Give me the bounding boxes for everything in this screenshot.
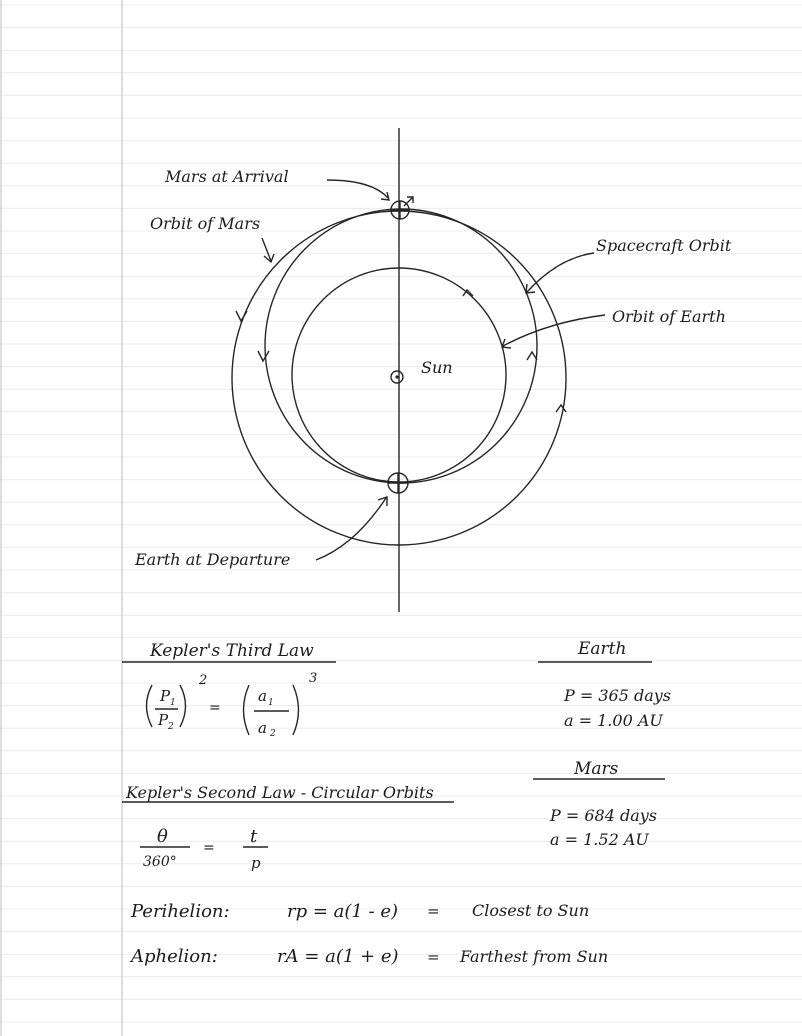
label-sun: Sun — [421, 358, 453, 377]
mars-data: Mars P = 684 days a = 1.52 AU — [533, 759, 665, 849]
t: t — [250, 826, 258, 847]
aphelion-row: Aphelion: rA = a(1 + e) = Farthest from … — [129, 946, 608, 967]
arrow-mars-left — [235, 310, 248, 323]
arrow-mars-right — [555, 403, 567, 413]
perihelion-desc: Closest to Sun — [472, 901, 589, 920]
pointer-orbit-earth — [501, 314, 606, 349]
arrow-earth-right — [526, 350, 538, 361]
p1: P — [159, 687, 171, 705]
sun-dot — [395, 375, 399, 379]
mars-period: P = 684 days — [549, 806, 657, 825]
kepler-second-heading: Kepler's Second Law - Circular Orbits — [125, 783, 434, 802]
aphelion-equals: = — [427, 948, 440, 966]
exponent-right: 3 — [309, 671, 317, 686]
kepler-second-law: Kepler's Second Law - Circular Orbits θ … — [122, 783, 454, 872]
ruled-lines — [0, 4, 802, 1023]
label-spacecraft-orbit: Spacecraft Orbit — [596, 236, 732, 255]
aphelion-formula: rA = a(1 + e) — [277, 946, 399, 967]
degrees: 360° — [143, 854, 177, 870]
label-earth-departure: Earth at Departure — [134, 550, 290, 569]
aphelion-desc: Farthest from Sun — [459, 947, 608, 966]
pointer-spacecraft-orbit — [525, 252, 595, 294]
orbit-diagram: Mars at Arrival Orbit of Mars Spacecraft… — [134, 128, 732, 612]
kepler-third-law: Kepler's Third Law P 1 P 2 2 = a 1 a 2 3 — [122, 641, 336, 739]
a2: a — [258, 719, 267, 737]
aphelion-label: Aphelion: — [129, 946, 218, 967]
earth-departure-marker — [387, 472, 409, 494]
kepler-third-heading: Kepler's Third Law — [149, 641, 314, 661]
mars-orbit — [231, 210, 567, 546]
pointer-earth-departure — [315, 496, 388, 561]
arrow-earth-top — [462, 288, 474, 297]
earth-period: P = 365 days — [563, 686, 671, 705]
a1: a — [258, 687, 267, 705]
earth-heading: Earth — [577, 639, 626, 659]
theta: θ — [157, 826, 168, 847]
perihelion-equals: = — [427, 902, 440, 920]
p2-sub: 2 — [167, 722, 174, 732]
mars-arrival-marker — [390, 196, 414, 220]
sun-marker — [390, 370, 404, 384]
mars-axis: a = 1.52 AU — [550, 830, 649, 849]
earth-axis: a = 1.00 AU — [564, 711, 663, 730]
perihelion-row: Perihelion: rp = a(1 - e) = Closest to S… — [130, 901, 589, 922]
p: p — [251, 854, 261, 872]
equals-third: = — [209, 700, 221, 716]
a2-sub: 2 — [269, 729, 276, 739]
equals-second: = — [203, 840, 215, 856]
perihelion-label: Perihelion: — [130, 901, 230, 922]
earth-data: Earth P = 365 days a = 1.00 AU — [538, 639, 671, 730]
perihelion-formula: rp = a(1 - e) — [287, 901, 398, 922]
a1-sub: 1 — [268, 698, 274, 708]
p1-sub: 1 — [170, 698, 176, 708]
pointer-orbit-mars — [261, 237, 275, 264]
exponent-left: 2 — [198, 673, 207, 688]
label-orbit-mars: Orbit of Mars — [150, 214, 260, 233]
label-mars-arrival: Mars at Arrival — [164, 167, 289, 186]
pointer-mars-arrival — [326, 179, 390, 201]
spacecraft-orbit — [264, 208, 538, 484]
label-orbit-earth: Orbit of Earth — [612, 307, 726, 326]
earth-orbit — [291, 267, 507, 483]
p2: P — [157, 711, 169, 729]
mars-heading: Mars — [573, 759, 619, 779]
arrow-spacecraft-left — [257, 350, 270, 363]
